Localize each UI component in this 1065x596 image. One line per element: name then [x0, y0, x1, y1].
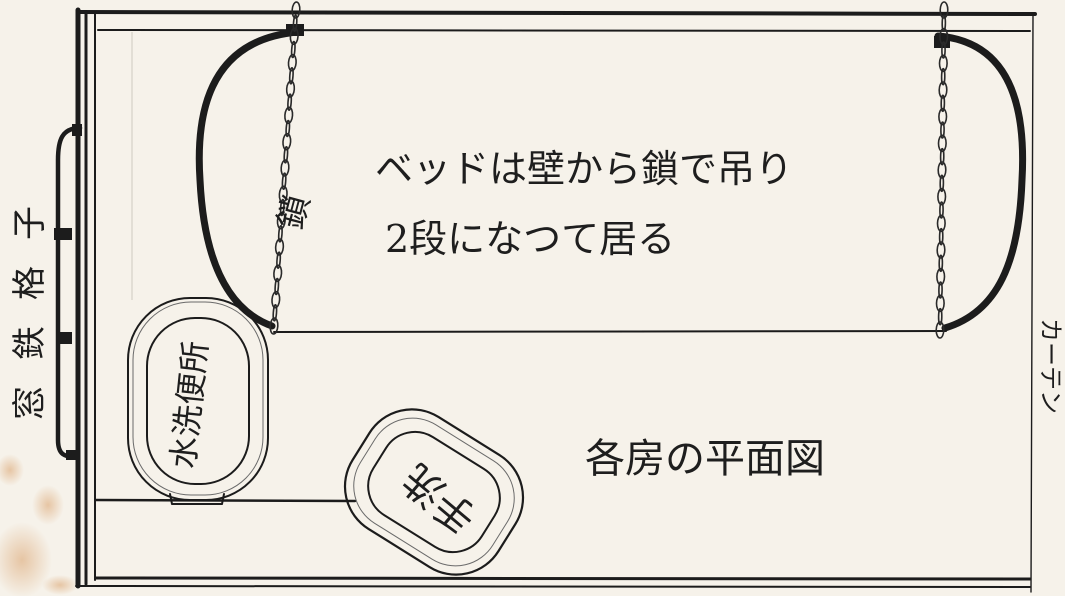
chain-link: [273, 264, 283, 283]
chain-hook-right: [934, 36, 950, 48]
bed-note-line1: ベッドは壁から鎖で吊り: [375, 147, 793, 191]
chain-link: [290, 40, 296, 59]
chain-link: [937, 161, 947, 179]
chain-link: [936, 214, 946, 233]
chain-right: [935, 1, 949, 339]
bed: [195, 1, 1027, 339]
bed-end-left: [195, 28, 302, 330]
chain-link: [935, 321, 945, 339]
chain-link: [271, 290, 281, 309]
chain-link: [291, 1, 301, 19]
chain-link: [938, 227, 944, 246]
chain-link: [287, 93, 293, 111]
chain-link: [940, 121, 945, 139]
chain-link: [278, 185, 288, 204]
bed-note-line2: 2段になつて居る: [385, 217, 675, 261]
bottom-wall-inner: [94, 576, 1032, 581]
toilet: [127, 297, 269, 505]
chain-link: [938, 81, 948, 99]
chain-link: [288, 67, 294, 85]
curtain-line: [1030, 15, 1034, 593]
chain-link: [939, 174, 945, 193]
chain-link: [941, 41, 946, 59]
chain-link: [937, 134, 947, 153]
chain-link: [280, 159, 290, 177]
paper-stains: [0, 454, 78, 596]
chain-link: [285, 80, 296, 98]
chain-link: [938, 54, 948, 73]
room-walls: [75, 7, 1037, 593]
chain-link: [274, 277, 280, 296]
chain-link: [941, 14, 947, 33]
chain-link: [940, 94, 946, 113]
chain-link: [938, 107, 948, 126]
chain-link: [281, 172, 287, 190]
chain-link: [938, 281, 943, 299]
top-wall-outer: [78, 10, 1037, 16]
chain-link: [939, 201, 944, 219]
curtain-label: カーテン: [1037, 318, 1065, 414]
chain-link: [283, 146, 289, 164]
chain-link: [937, 307, 943, 326]
chain-link: [939, 1, 949, 19]
chain-link: [276, 251, 282, 269]
partition-line: [94, 498, 357, 503]
washbasin: [343, 408, 525, 576]
chain-link: [936, 267, 946, 286]
chain-link: [939, 147, 945, 166]
chain-link: [289, 27, 299, 46]
chain-link: [279, 198, 285, 217]
chain-left: [269, 1, 301, 335]
chain-link: [274, 238, 285, 256]
chain-link: [292, 14, 298, 32]
bottom-wall-outer: [75, 585, 1031, 588]
chain-link: [287, 53, 297, 72]
chain-link: [276, 211, 286, 230]
chain-link: [935, 294, 945, 313]
bed-edge: [273, 330, 947, 333]
chain-link: [277, 225, 283, 243]
chain-link: [272, 304, 278, 322]
chain-link: [282, 132, 292, 151]
chain-link: [269, 317, 279, 335]
chain-link: [285, 119, 291, 138]
chain-link: [938, 254, 944, 273]
plan-title: 各房の平面図: [585, 436, 825, 482]
window-bars: [54, 124, 83, 460]
chain-link: [284, 106, 294, 125]
bed-end-right: [934, 32, 1027, 332]
window-label: 窓鉄格子: [10, 180, 50, 420]
chain-link: [937, 187, 947, 206]
chain-link: [936, 241, 946, 259]
chain-link: [940, 67, 946, 86]
chain-link: [939, 27, 949, 46]
top-wall-inner: [97, 29, 1031, 32]
